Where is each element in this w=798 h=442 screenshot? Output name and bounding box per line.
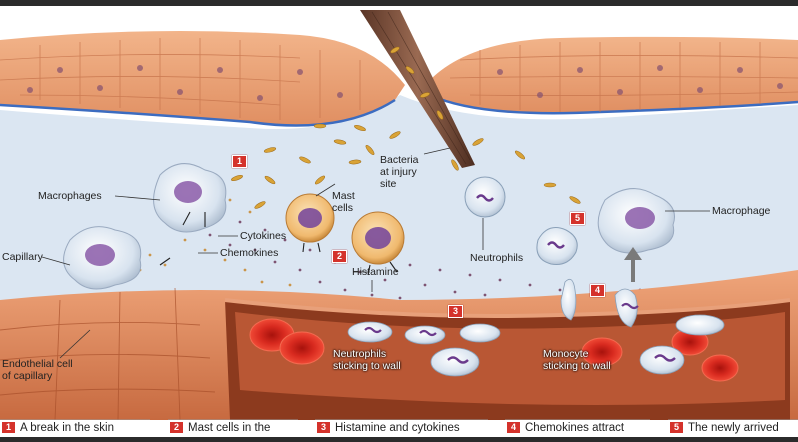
step-4-caption: 4 Chemokines attract	[507, 422, 624, 434]
label-bacteria: Bacteria at injury site	[380, 154, 419, 190]
step-5-caption: 5 The newly arrived	[670, 422, 779, 434]
skin-left	[0, 31, 405, 126]
migrating-cells	[560, 278, 639, 328]
label-cytokines: Cytokines	[240, 230, 287, 242]
label-mast-cells: Mast cells	[332, 190, 355, 214]
step-5-number: 5	[670, 422, 683, 433]
badge-step-2: 2	[332, 250, 347, 263]
step-2-number: 2	[170, 422, 183, 433]
label-histamine: Histamine	[352, 266, 399, 278]
red-blood-cells	[249, 318, 739, 382]
wall-neutrophils	[347, 314, 725, 377]
top-border	[0, 0, 798, 6]
step-3-number: 3	[317, 422, 330, 433]
step-3-text: Histamine and cytokines	[335, 422, 460, 434]
splinter	[360, 10, 475, 168]
step-5-text: The newly arrived	[688, 422, 779, 434]
step-1-number: 1	[2, 422, 15, 433]
step-2-caption: 2 Mast cells in the	[170, 422, 270, 434]
bacteria-group	[231, 46, 581, 209]
badge-step-3: 3	[448, 305, 463, 318]
macrophages-cells	[63, 163, 675, 290]
label-neutrophils-wall: Neutrophils sticking to wall	[333, 348, 401, 372]
step-4-text: Chemokines attract	[525, 422, 625, 434]
badge-step-1: 1	[232, 155, 247, 168]
tissue-neutrophils	[464, 176, 578, 265]
step-2-text: Mast cells in the	[188, 422, 271, 434]
label-capillary: Capillary	[2, 251, 43, 263]
label-neutrophils: Neutrophils	[470, 252, 524, 264]
label-monocyte-wall: Monocyte sticking to wall	[543, 348, 611, 372]
step-1-text: A break in the skin	[20, 422, 114, 434]
badge-step-5: 5	[570, 212, 585, 225]
mast-cells	[285, 193, 405, 265]
bottom-border	[0, 437, 798, 442]
badge-step-4: 4	[590, 284, 605, 297]
label-chemokines: Chemokines	[220, 247, 279, 259]
label-macrophage: Macrophage	[712, 205, 771, 217]
label-macrophages: Macrophages	[38, 190, 102, 202]
step-4-number: 4	[507, 422, 520, 433]
step-1-caption: 1 A break in the skin	[2, 422, 114, 434]
step-3-caption: 3 Histamine and cytokines	[317, 422, 460, 434]
label-endothelial-cell: Endothelial cell of capillary	[2, 358, 73, 382]
